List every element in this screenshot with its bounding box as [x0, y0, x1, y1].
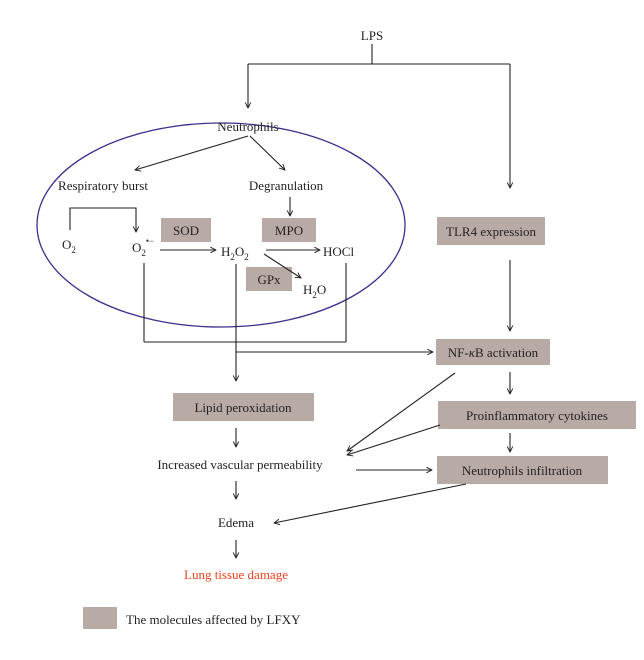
neutrophil-ellipse	[36, 122, 406, 328]
hocl-label: HOCl	[323, 244, 354, 259]
legend-label: The molecules affected by LFXY	[126, 612, 301, 627]
gpx-box	[246, 267, 292, 291]
degranulation-label: Degranulation	[249, 178, 324, 193]
arrow-neutrophils-burst	[135, 135, 249, 170]
arrow-neutrophils-degranulation	[249, 135, 285, 170]
sod-box	[161, 218, 211, 242]
sod-label: SOD	[173, 223, 199, 238]
lps-label: LPS	[361, 28, 383, 43]
edema-label: Edema	[218, 515, 254, 530]
nfkb-label: NF-κB activation	[448, 345, 539, 360]
arrow-h2o2-h2o	[263, 253, 301, 278]
arrow-infiltration-edema	[274, 483, 467, 523]
damage-label: Lung tissue damage	[184, 567, 288, 582]
mpo-label: MPO	[275, 223, 303, 238]
tlr4-box	[437, 217, 545, 245]
connectors	[69, 44, 510, 558]
nfkb-box	[436, 339, 550, 365]
neutrophils-label: Neutrophils	[217, 119, 278, 134]
lipid-label: Lipid peroxidation	[194, 400, 292, 415]
cytokines-box	[438, 401, 636, 429]
arrow-o2-superoxide	[69, 207, 136, 232]
superoxide-label: O2•−	[132, 236, 154, 258]
tlr4-label: TLR4 expression	[446, 224, 536, 239]
respiratory-burst-label: Respiratory burst	[58, 178, 148, 193]
permeability-label: Increased vascular permeability	[157, 457, 323, 472]
legend-swatch	[83, 607, 117, 629]
infiltration-box	[437, 456, 608, 484]
h2o-label: H2O	[303, 282, 326, 300]
arrow-nfkb-permeability	[347, 372, 456, 451]
lipid-box	[173, 393, 314, 421]
h2o2-label: H2O2	[221, 244, 249, 262]
gpx-label: GPx	[257, 272, 281, 287]
cytokines-label: Proinflammatory cytokines	[466, 408, 608, 423]
arrow-cytokines-permeability	[347, 424, 441, 455]
o2-label: O2	[62, 237, 76, 255]
mpo-box	[262, 218, 316, 242]
infiltration-label: Neutrophils infiltration	[462, 463, 583, 478]
